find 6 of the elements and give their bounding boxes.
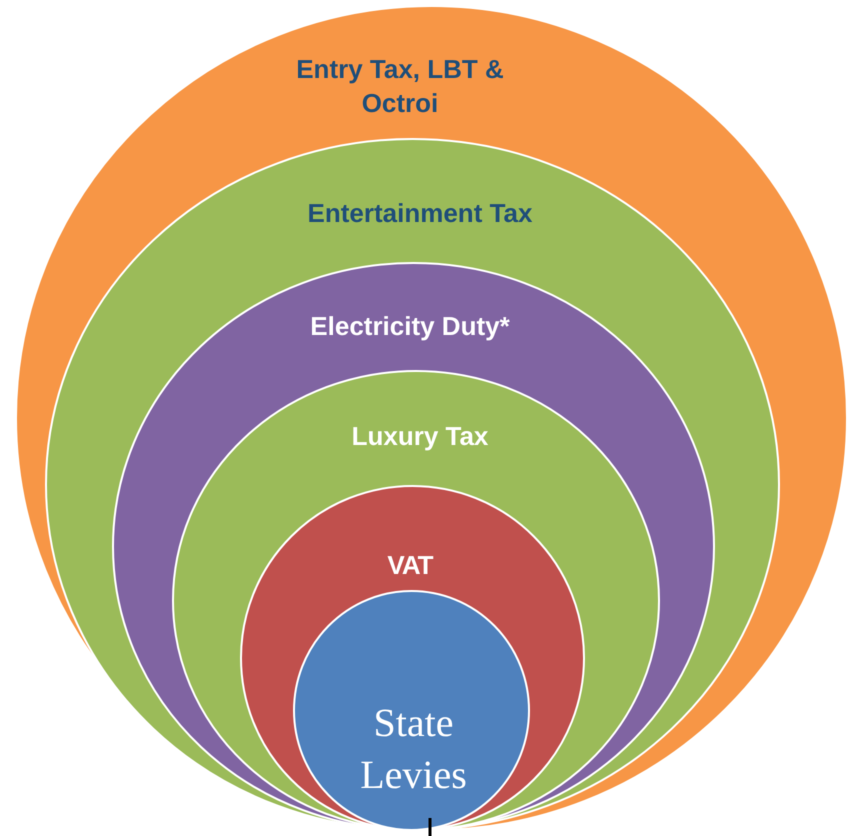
layer-label: Entertainment Tax <box>306 197 534 230</box>
layer-label: State Levies <box>359 699 468 799</box>
layer-label: Luxury Tax <box>350 420 490 453</box>
layer-label: Electricity Duty* <box>309 310 511 343</box>
layer-label: VAT <box>386 549 434 582</box>
layer-label: Entry Tax, LBT & Octroi <box>295 53 505 120</box>
